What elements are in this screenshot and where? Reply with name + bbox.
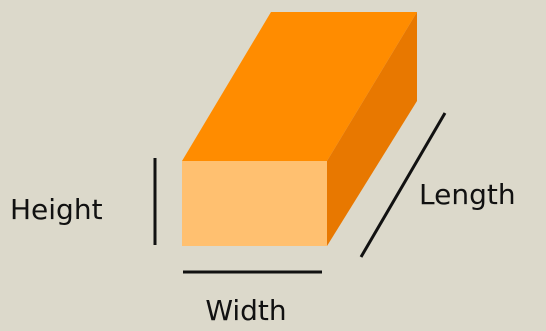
width-label: Width [205, 294, 286, 327]
rectangular-prism [182, 12, 417, 246]
prism-top-face [182, 12, 417, 161]
prism-side-face [327, 12, 417, 246]
height-label: Height [10, 193, 103, 226]
length-label: Length [419, 178, 516, 211]
length-dimension-line [359, 112, 447, 258]
prism-front-face [182, 161, 327, 246]
